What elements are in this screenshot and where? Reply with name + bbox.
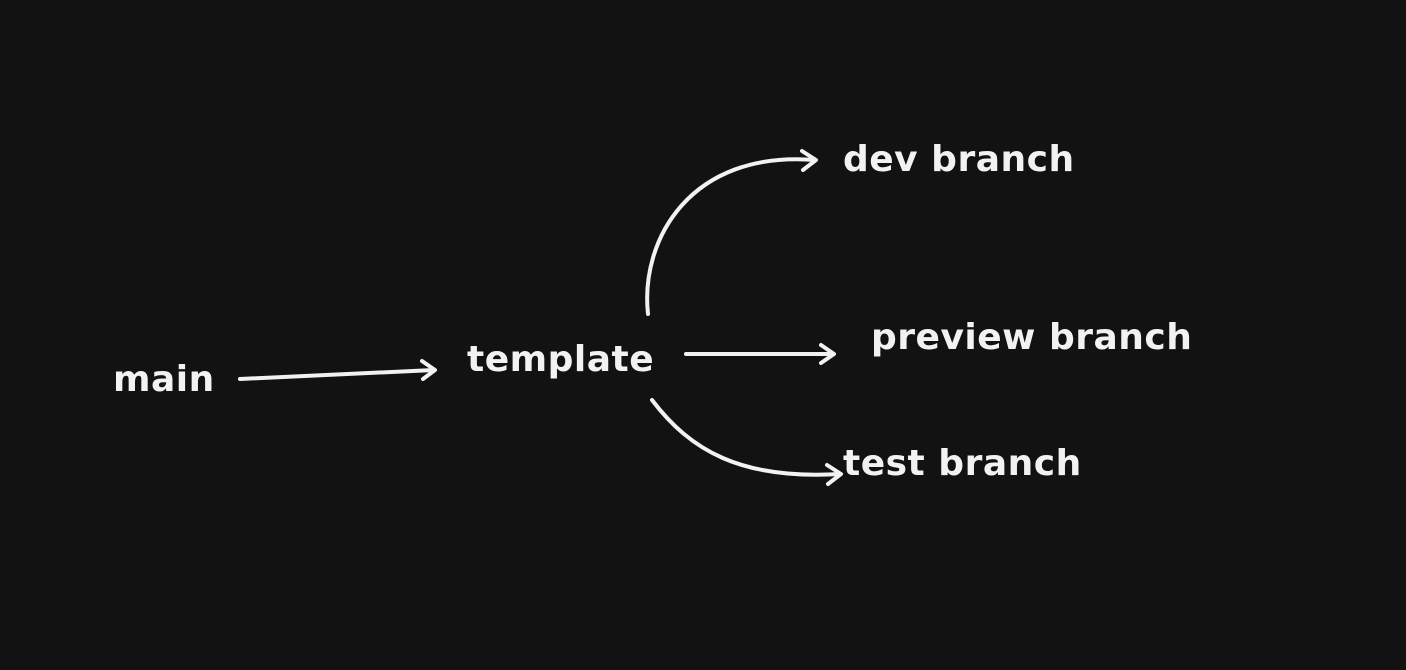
node-dev-branch: dev branch: [843, 139, 1075, 180]
node-template: template: [467, 339, 655, 380]
arrowhead-template-preview: [819, 343, 836, 365]
node-preview-branch: preview branch: [871, 317, 1193, 358]
node-test-branch: test branch: [843, 443, 1082, 484]
edge-template-dev: [645, 157, 817, 316]
edge-main-template: [238, 368, 436, 381]
arrowhead-template-test: [825, 463, 843, 486]
arrowhead-template-dev: [800, 149, 818, 172]
node-main: main: [113, 359, 215, 400]
arrowhead-main-template: [420, 359, 437, 381]
edge-template-test: [650, 398, 842, 477]
